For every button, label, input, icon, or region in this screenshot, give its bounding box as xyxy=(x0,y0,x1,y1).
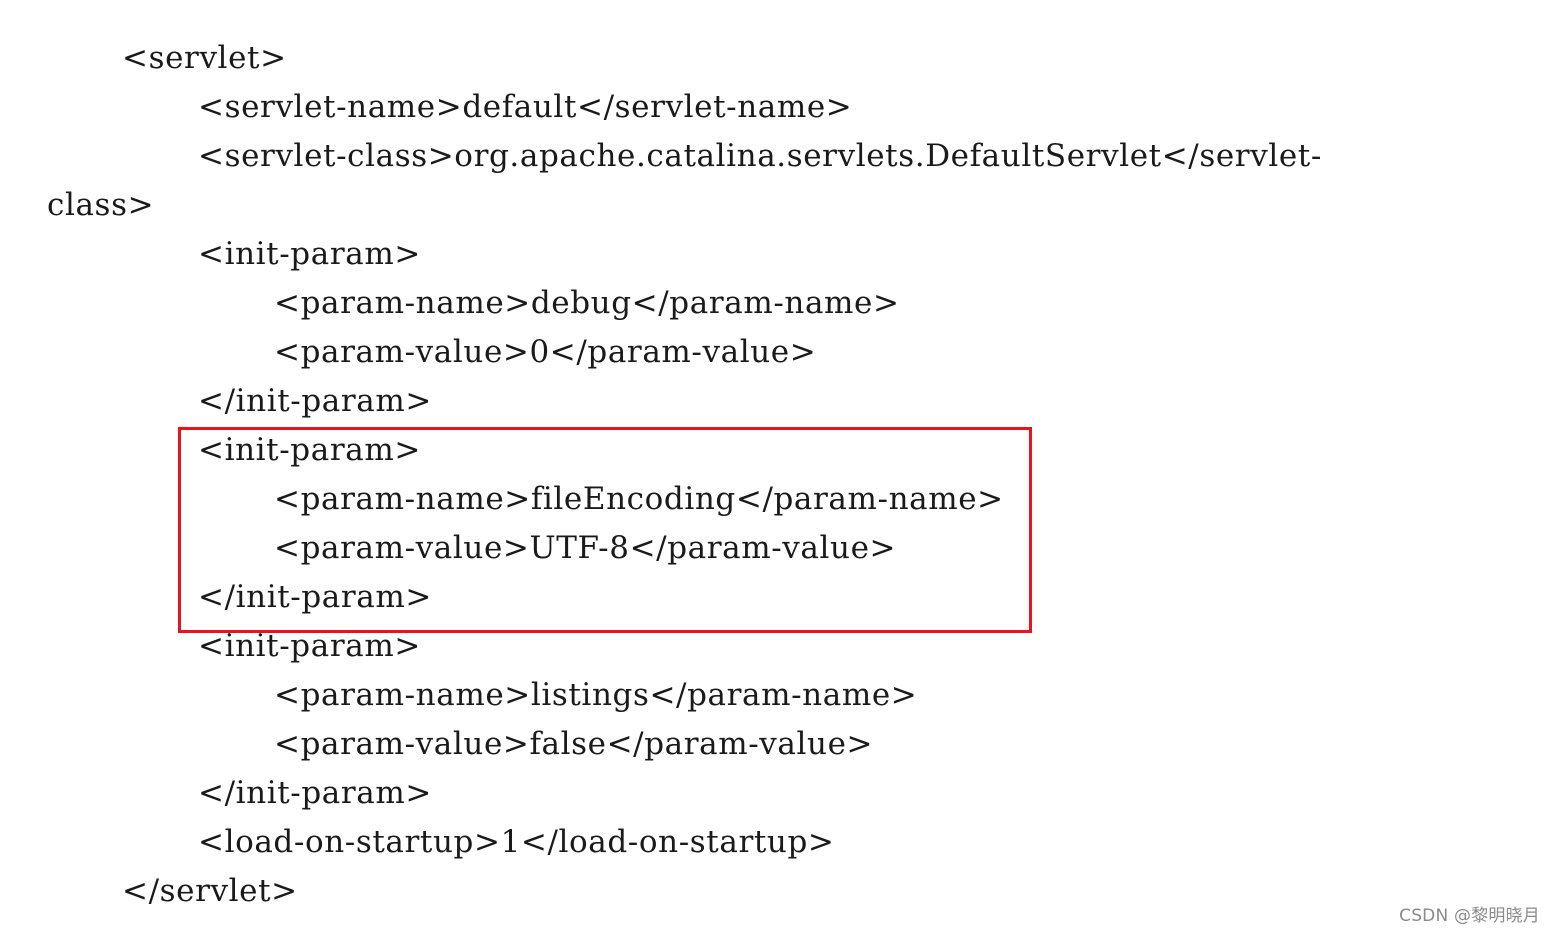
code-line: <param-name>fileEncoding</param-name> xyxy=(274,481,1004,517)
code-line: <param-value>0</param-value> xyxy=(274,334,817,370)
code-line: <servlet> xyxy=(122,40,287,76)
code-line: <param-name>debug</param-name> xyxy=(274,285,900,321)
code-line: <init-param> xyxy=(198,432,421,468)
code-line: <servlet-class>org.apache.catalina.servl… xyxy=(198,138,1322,174)
code-line: class> xyxy=(47,187,155,223)
code-line: <init-param> xyxy=(198,236,421,272)
highlight-annotation-box xyxy=(178,427,1032,633)
code-line: </init-param> xyxy=(198,775,432,811)
code-line: <servlet-name>default</servlet-name> xyxy=(198,89,853,125)
code-line: </init-param> xyxy=(198,383,432,419)
code-line: <param-value>UTF-8</param-value> xyxy=(274,530,897,566)
code-line: </servlet> xyxy=(122,873,298,909)
code-line: <param-value>false</param-value> xyxy=(274,726,874,762)
code-line: <init-param> xyxy=(198,628,421,664)
code-line: <param-name>listings</param-name> xyxy=(274,677,918,713)
code-line: </init-param> xyxy=(198,579,432,615)
code-line: <load-on-startup>1</load-on-startup> xyxy=(198,824,835,860)
watermark: CSDN @黎明晓月 xyxy=(1399,906,1540,926)
